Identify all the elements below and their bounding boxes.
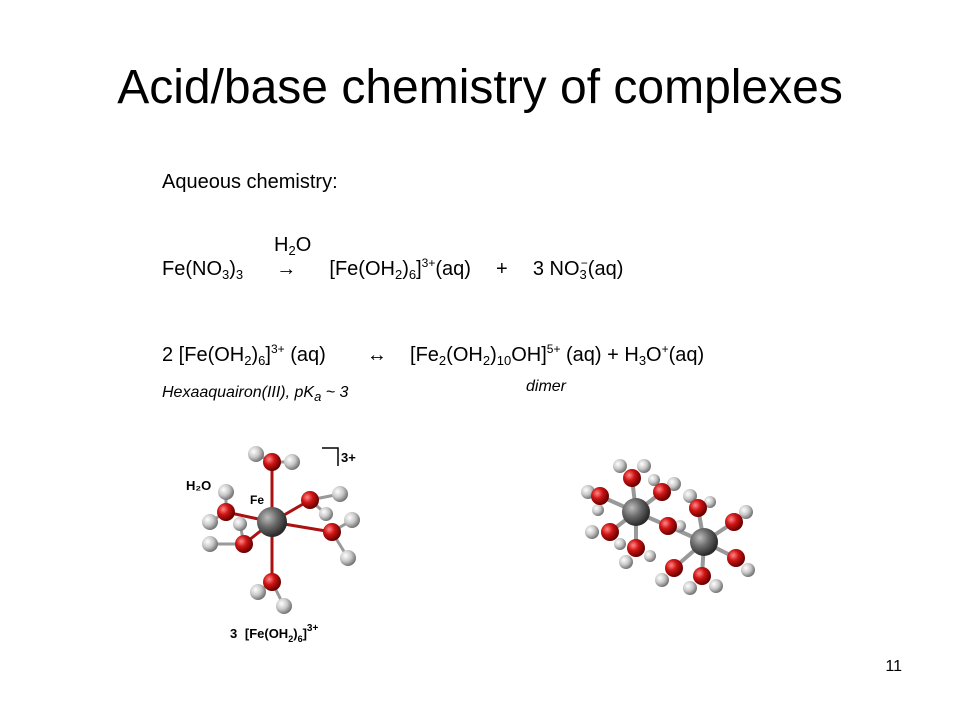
over-arrow-o: O [295,234,312,256]
eq1-product1-charge: 3+ [421,256,436,270]
fe-label: Fe [250,493,264,507]
eq2-equilibrium-arrow-icon: ↔ [366,344,387,366]
eq1-product2: 3 NO [532,258,580,280]
eq1-product1-sub2: 6 [408,267,417,282]
hexaaquairon-molecule-image: H₂O Fe 3+ 3 [Fe(OH2)6]3+ [186,446,360,644]
eq1-product2-sub: 3 [579,267,587,282]
eq2-hydronium-state: (aq) [668,344,705,366]
caption-sub1: 2 [288,634,293,644]
eq1-product1-b: ) [402,258,409,280]
eq2-product-d: OH] [511,344,547,366]
eq1-arrow-icon: → [276,258,297,280]
page-number: 11 [885,658,902,675]
molecule-caption: 3 [Fe(OH2)6]3+ [230,623,318,644]
pka-value: ~ 3 [321,384,349,401]
iron-dimer-molecule-image [581,459,755,595]
eq1-reactant-sub: 3 [222,267,230,282]
eq2-hydronium-charge: + [661,342,669,356]
caption-number: 3 [230,626,237,641]
slide-title: Acid/base chemistry of complexes [117,61,843,114]
eq1-product2-state: (aq) [587,258,624,280]
eq1-product1-sub1: 2 [394,267,403,282]
eq2-product-sub2: 2 [482,353,491,368]
caption-formula-c: ] [303,626,307,641]
eq2-hydronium-sub: 3 [638,353,647,368]
eq2-hydronium-o: O [646,344,662,366]
equation-1: Fe(NO3)3 → [Fe(OH2)6]3+(aq) + 3 NO3−(aq) [162,256,624,282]
eq2-reactant-charge: 3+ [270,342,285,356]
eq2-product-b: (OH [446,344,483,366]
eq1-product2-charge: − [580,256,588,270]
eq1-reactant: Fe(NO [162,258,222,280]
eq2-product: [Fe [410,344,439,366]
dimer-note-text: dimer [526,378,567,395]
hexaaquairon-note-text: Hexaaquairon(III), pK [162,384,315,401]
eq2-reactant: 2 [Fe(OH [162,344,245,366]
eq2-reactant-state: (aq) [284,344,326,366]
aqueous-heading-text: Aqueous chemistry: [162,171,338,193]
over-arrow-sub: 2 [288,243,296,258]
eq1-reactant-sub2: 3 [235,267,244,282]
eq1-product1-c: ] [416,258,422,280]
caption-charge: 3+ [307,623,319,634]
over-arrow-label: H2O [274,234,311,257]
eq1-product1-state: (aq) [435,258,471,280]
over-arrow-h: H [274,234,289,256]
dimer-note: dimer [526,378,566,396]
eq2-product-sub1: 2 [438,353,447,368]
aqueous-heading: Aqueous chemistry: [162,171,338,194]
eq2-reactant-sub1: 2 [244,353,252,368]
eq2-product-charge: 5+ [546,342,561,356]
eq2-reactant-sub2: 6 [258,353,266,368]
eq2-product-c: ) [490,344,497,366]
eq1-reactant-close: ) [229,258,236,280]
eq2-product-e: (aq) + H [560,344,639,366]
eq2-product-sub3: 10 [496,353,512,368]
pka-sub: a [314,389,322,404]
caption-sub2: 6 [298,634,303,644]
eq1-product1: [Fe(OH [329,258,395,280]
eq1-plus: + [496,258,508,280]
h2o-label: H₂O [186,478,211,493]
charge-label: 3+ [341,450,356,465]
eq2-reactant-b: ) [251,344,259,366]
hexaaquairon-note: Hexaaquairon(III), pKa ~ 3 [162,384,349,404]
equation-2: 2 [Fe(OH2)6]3+ (aq) ↔ [Fe2(OH2)10OH]5+ (… [162,342,705,368]
eq2-reactant-c: ] [265,344,271,366]
caption-formula-a: [Fe(OH [245,626,288,641]
caption-formula-b: ) [293,626,297,641]
